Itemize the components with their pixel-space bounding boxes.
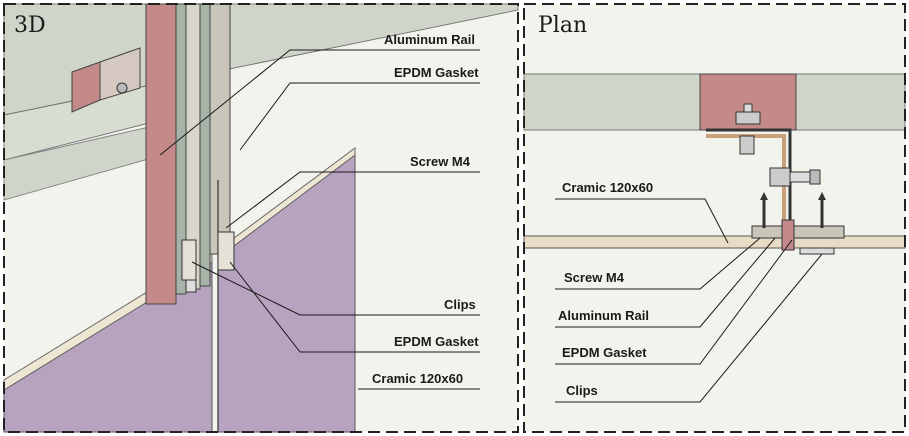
label-3d-epdm-gasket-top: EPDM Gasket (394, 65, 479, 80)
label-3d-aluminum-rail: Aluminum Rail (384, 32, 475, 47)
panel-title-3d: 3D (14, 13, 46, 38)
label-plan-aluminum-rail: Aluminum Rail (558, 308, 649, 323)
label-3d-aluminum-rail-text: Aluminum Rail (384, 32, 475, 47)
label-3d-epdm-gasket-bottom: EPDM Gasket (394, 334, 479, 349)
panel-title-plan: Plan (538, 13, 587, 38)
label-3d-clips: Clips (444, 297, 476, 312)
label-3d-screw-m4: Screw M4 (410, 154, 471, 169)
label-plan-clips: Clips (566, 383, 598, 398)
label-plan-epdm-gasket: EPDM Gasket (562, 345, 647, 360)
label-plan-ceramic: Cramic 120x60 (562, 180, 653, 195)
panel-plan: Cramic 120x60 Screw M4 Aluminum Rail EPD… (523, 3, 906, 433)
label-3d-ceramic: Cramic 120x60 (372, 371, 463, 386)
panel-3d: Aluminum Rail EPDM Gasket Screw M4 Clips… (3, 3, 519, 433)
label-plan-screw-m4: Screw M4 (564, 270, 625, 285)
